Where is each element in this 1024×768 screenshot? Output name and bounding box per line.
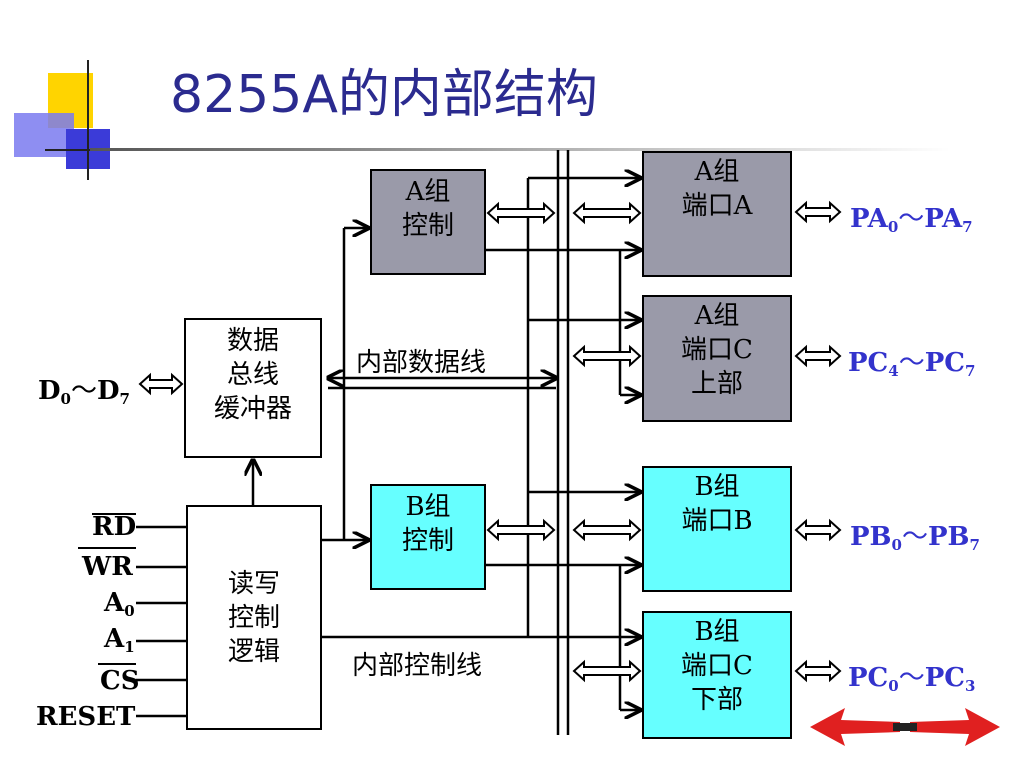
pc-lower-pins-label: PC0～PC3 [848,663,976,695]
cs-pin-label: CS [100,666,140,696]
group-a-control-label: A组 控制 [401,177,454,241]
group-b-control-label: B组 控制 [401,492,454,556]
bus-arrow-port-a [572,201,642,225]
d-bus-label: D0～D7 [38,376,130,408]
port-c-lower-label: B组 端口C 下部 [681,617,753,715]
port-b-label: B组 端口B [681,472,753,536]
rw-control-logic-label: 读写 控制 逻辑 [227,568,280,667]
bus-arrow-group-b [486,518,556,542]
next-slide-arrow-icon[interactable] [910,708,1000,746]
bus-arrow-group-a [486,201,556,225]
prev-slide-arrow-icon[interactable] [810,708,900,746]
io-arrow-pc-upper [794,344,842,368]
pb-pins-label: PB0～PB7 [850,522,980,554]
rw-control-logic-block: 读写 控制 逻辑 [186,505,322,730]
port-c-lower-block: B组 端口C 下部 [642,611,792,739]
io-arrow-d-bus [138,372,184,396]
port-c-upper-label: A组 端口C 上部 [681,301,753,399]
internal-control-bus-label: 内部控制线 [352,651,483,681]
bus-arrow-port-b [572,518,642,542]
nav-arrows [810,708,1000,746]
data-bus-buffer-label: 数据 总线 缓冲器 [213,326,292,424]
io-arrow-pb [794,518,842,542]
page-title: 8255A的内部结构 [170,65,598,125]
io-arrow-pa [794,200,842,224]
group-a-control-block: A组 控制 [370,169,486,275]
data-bus-buffer-block: 数据 总线 缓冲器 [184,318,322,458]
rd-pin-label: RD [92,512,137,542]
bus-arrow-port-c-lower [572,659,642,683]
wr-pin-label: WR [82,552,133,582]
bus-arrow-port-c-upper [572,344,642,368]
port-b-block: B组 端口B [642,466,792,592]
a1-pin-label: A1 [104,624,135,656]
port-a-label: A组 端口A [681,157,753,221]
port-c-upper-block: A组 端口C 上部 [642,295,792,422]
reset-pin-label: RESET [36,702,136,732]
a0-pin-label: A0 [104,588,135,620]
port-a-block: A组 端口A [642,151,792,277]
pa-pins-label: PA0～PA7 [850,204,973,236]
title-underline [90,148,950,151]
internal-data-bus-label: 内部数据线 [356,348,487,378]
pc-upper-pins-label: PC4～PC7 [848,348,976,380]
io-arrow-pc-lower [794,659,842,683]
group-b-control-block: B组 控制 [370,484,486,590]
